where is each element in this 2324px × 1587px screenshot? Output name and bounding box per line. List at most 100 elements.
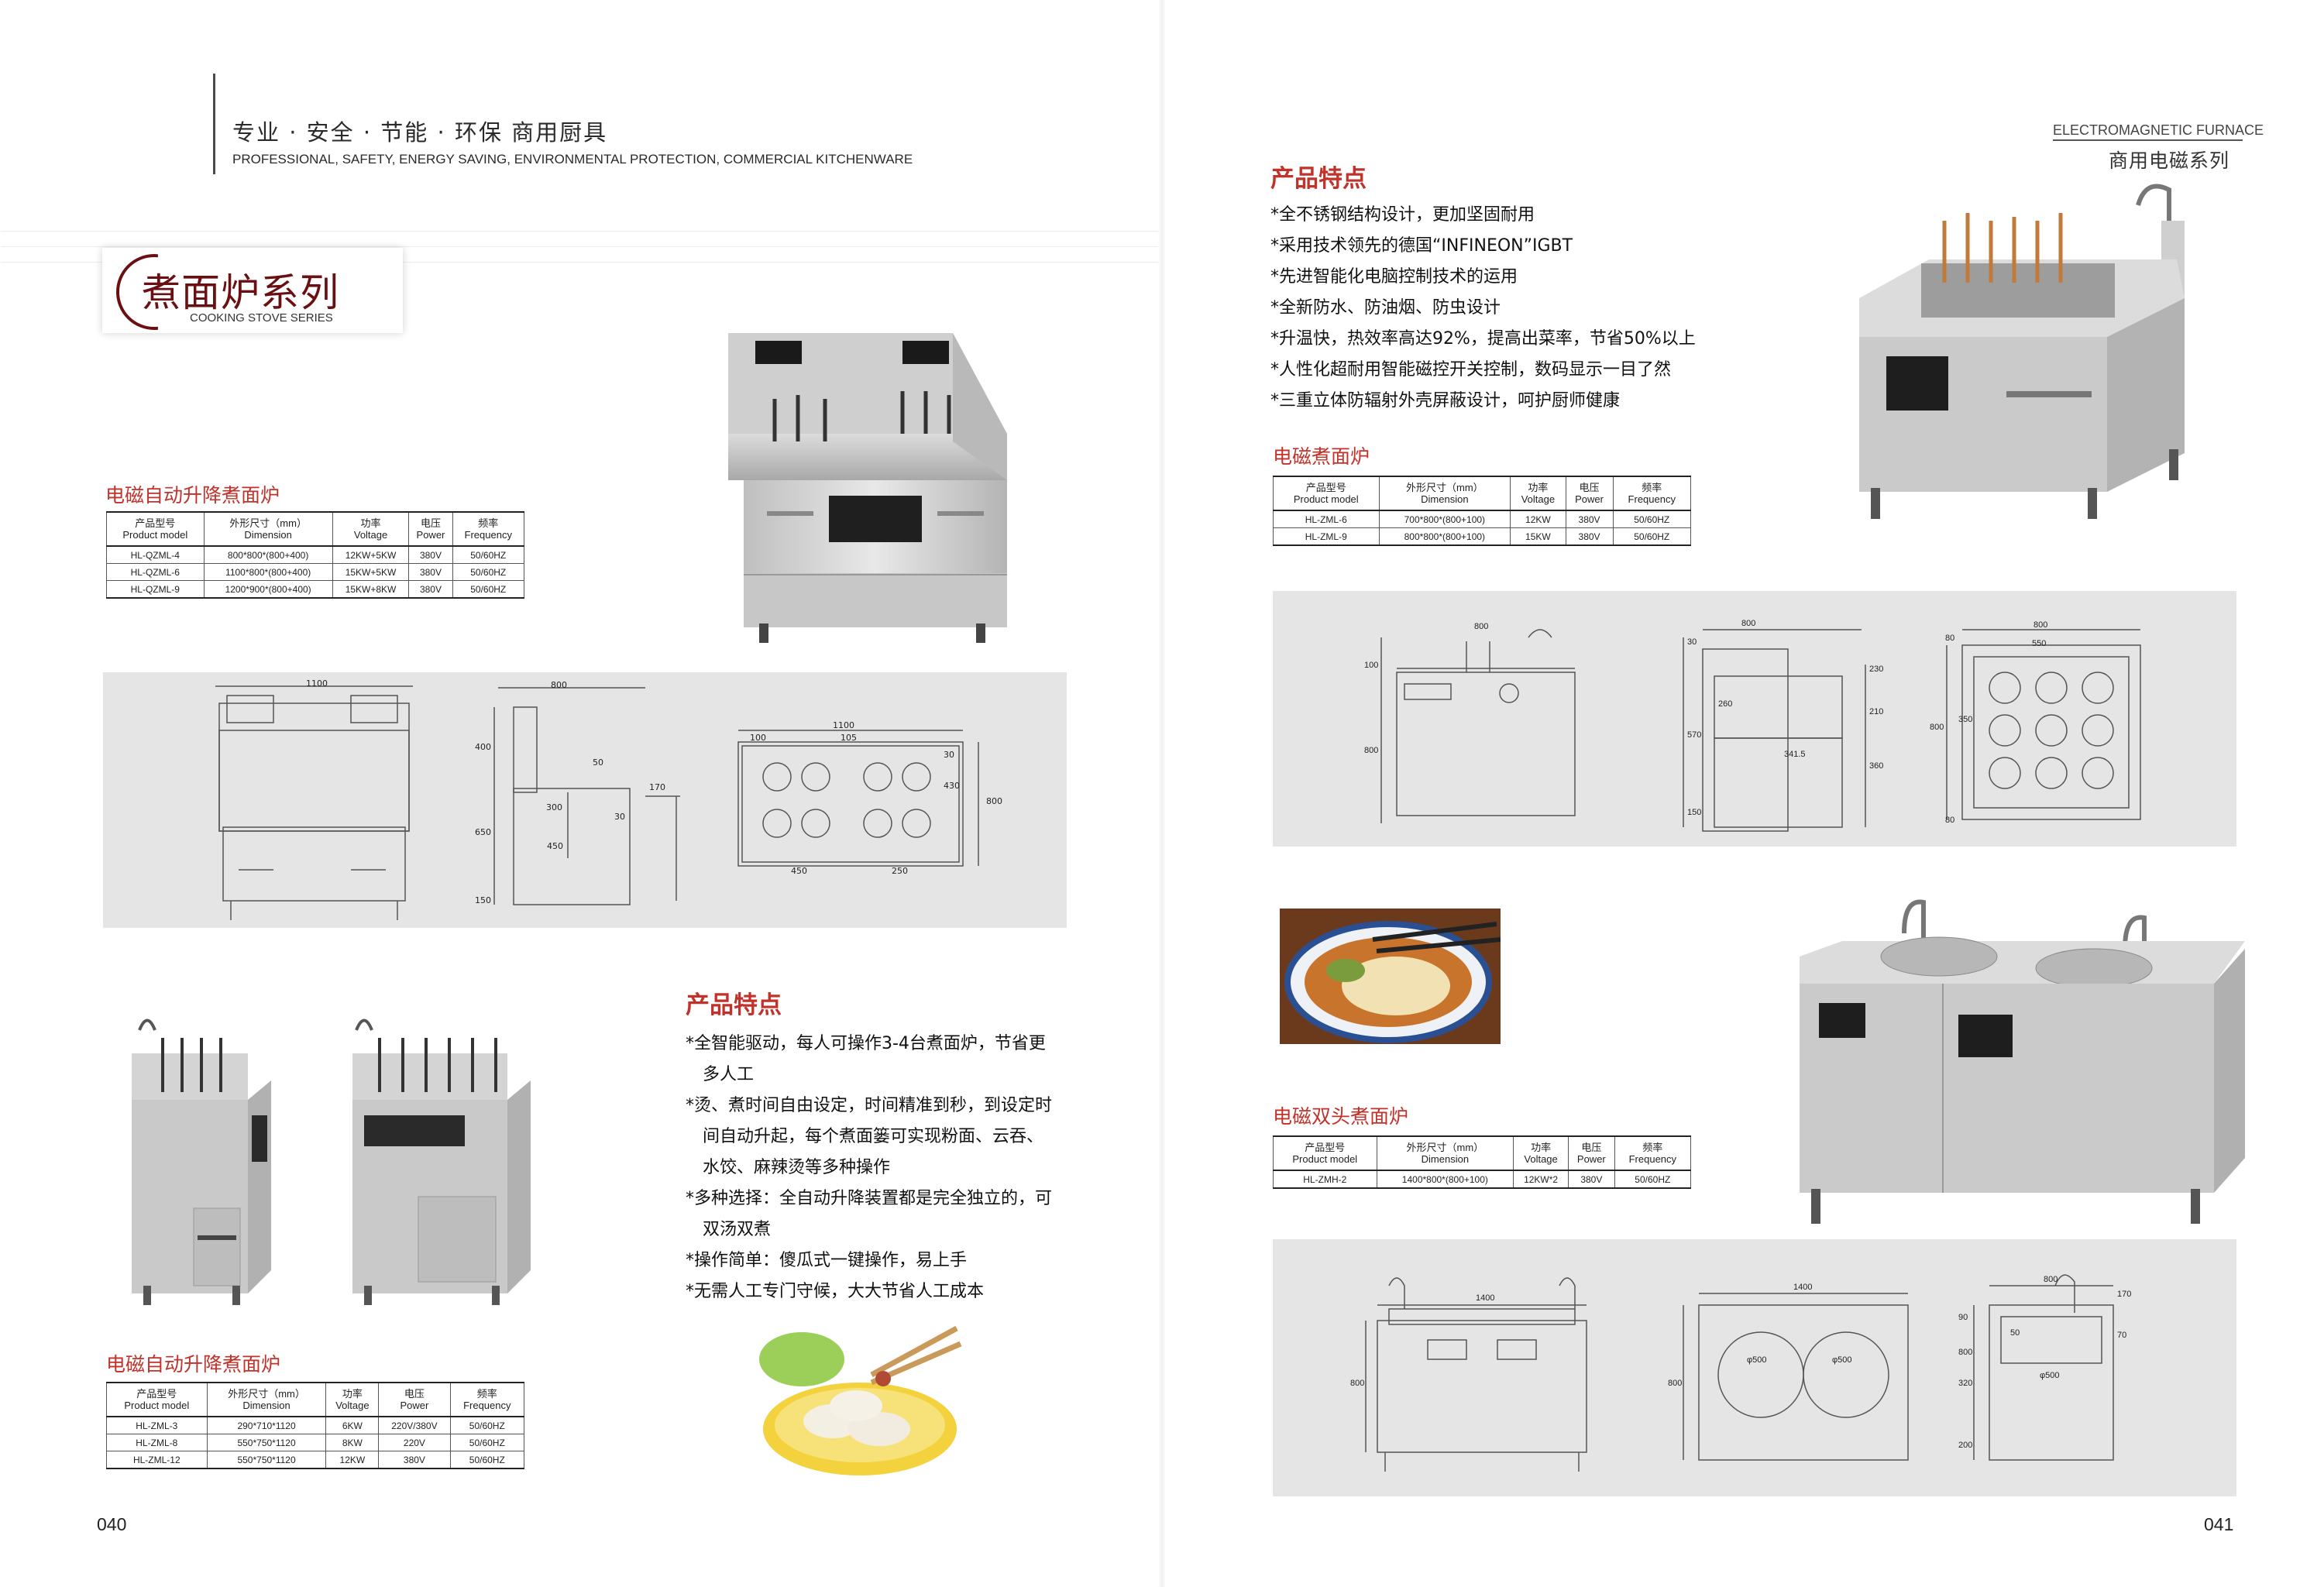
drawing-panel-qzml: 1100 800 1100 400 650 150 50 300 450 170… — [103, 672, 1067, 928]
dim-label: 800 — [1668, 1379, 1683, 1388]
product-photo-zmh — [1796, 871, 2245, 1235]
dim-label: φ500 — [2040, 1371, 2060, 1380]
dim-label: 360 — [1869, 761, 1884, 771]
drawing-panel-zml: 800 800 800 550 100 800 30 570 341.5 360… — [1273, 591, 2236, 847]
product-photo-zml-auto-large — [341, 1007, 542, 1309]
dim-label: 90 — [1958, 1313, 1968, 1322]
header-accent-bar — [213, 74, 215, 174]
dim-label: 80 — [1945, 634, 1955, 643]
dim-label: 150 — [475, 895, 491, 905]
dim-label: 260 — [1718, 699, 1733, 709]
col-dimension: 外形尺寸（mm）Dimension — [206, 1382, 327, 1417]
features-title-left: 产品特点 — [686, 991, 782, 1019]
feature-item: *烫、煮时间自由设定，时间精准到秒，到设定时 — [686, 1096, 1053, 1115]
feature-item: 水饺、麻辣烫等多种操作 — [703, 1158, 891, 1177]
features-list-right: *全不锈钢结构设计，更加坚固耐用 *采用技术领先的德国“INFINEON”IGB… — [1270, 200, 1828, 417]
dim-label: 1100 — [306, 678, 328, 689]
dim-label: 30 — [614, 812, 625, 822]
dim-label: 550 — [2032, 639, 2047, 648]
dim-label: 210 — [1869, 707, 1884, 716]
header-rule — [1, 262, 1158, 263]
dim-label: φ500 — [1747, 1355, 1767, 1365]
dim-label: 800 — [1958, 1348, 1973, 1357]
dim-label: 800 — [1930, 723, 1944, 732]
dim-label: 800 — [986, 796, 1002, 806]
dim-label: 570 — [1687, 730, 1702, 740]
dim-label: 1400 — [1793, 1283, 1813, 1292]
dim-label: 30 — [1687, 637, 1697, 647]
dim-label: 800 — [1741, 619, 1756, 628]
dim-label: 300 — [546, 802, 562, 812]
dim-label: 150 — [1687, 808, 1702, 817]
page-number-left: 040 — [97, 1514, 127, 1534]
dim-label: 800 — [1350, 1379, 1365, 1388]
features-title-right: 产品特点 — [1270, 165, 1367, 193]
dumplings-photo — [755, 1313, 964, 1483]
header-rule — [1, 246, 1158, 247]
dim-label: φ500 — [1832, 1355, 1852, 1365]
feature-item: *先进智能化电脑控制技术的运用 — [1270, 267, 1518, 287]
feature-item: *全智能驱动，每人可操作3-4台煮面炉，节省更 — [686, 1034, 1046, 1053]
dim-label: 800 — [2044, 1275, 2058, 1284]
section-title-zml-auto: 电磁自动升降煮面炉 — [106, 1353, 281, 1376]
feature-item: *全新防水、防油烟、防虫设计 — [1270, 298, 1501, 318]
dim-label: 105 — [841, 733, 857, 743]
page-spine — [1158, 0, 1166, 1587]
dim-label: 50 — [593, 757, 603, 768]
dim-label: 450 — [547, 841, 563, 851]
feature-item: *升温快，热效率高达92%，提高出菜率，节省50%以上 — [1270, 329, 1696, 349]
feature-item: *三重立体防辐射外壳屏蔽设计，呵护厨师健康 — [1270, 391, 1621, 410]
feature-item: 双汤双煮 — [703, 1220, 772, 1239]
dim-label: 1100 — [833, 720, 854, 730]
dim-label: 80 — [1945, 816, 1955, 825]
dim-label: 70 — [2117, 1331, 2127, 1340]
col-dimension: 外形尺寸（mm）Dimension — [1378, 476, 1511, 511]
header-rule — [1, 231, 1158, 232]
drawing-panel-zmh: 1400 1400 800 800 φ500 φ500 800 200 φ500… — [1273, 1239, 2236, 1496]
dim-label: 170 — [2117, 1290, 2132, 1299]
feature-item: *全不锈钢结构设计，更加坚固耐用 — [1270, 205, 1535, 225]
product-photo-qzml — [713, 325, 1077, 651]
dim-label: 800 — [1474, 622, 1489, 631]
section-title-zmh: 电磁双头煮面炉 — [1273, 1105, 1409, 1128]
header-right-cn: 商用电磁系列 — [2109, 149, 2230, 172]
features-list-left: *全智能驱动，每人可操作3-4台煮面炉，节省更 多人工 *烫、煮时间自由设定，时… — [686, 1029, 1088, 1307]
product-photo-zml — [1851, 174, 2200, 562]
dim-label: 100 — [750, 733, 766, 743]
series-title-cn: 煮面炉系列 — [142, 270, 339, 315]
section-title-zml: 电磁煮面炉 — [1273, 445, 1370, 468]
dim-label: 400 — [475, 742, 491, 752]
dim-label: 200 — [1958, 1441, 1973, 1450]
noodle-bowl-photo — [1280, 909, 1501, 1044]
dim-label: 1400 — [1476, 1293, 1495, 1303]
feature-item: *人性化超耐用智能磁控开关控制，数码显示一目了然 — [1270, 360, 1672, 380]
dim-label: 320 — [1958, 1379, 1973, 1388]
col-dimension: 外形尺寸（mm）Dimension — [1376, 1135, 1514, 1171]
dim-label: 30 — [944, 750, 954, 760]
header-title-cn: 专业 · 安全 · 节能 · 环保 商用厨具 — [232, 119, 608, 146]
feature-item: 间自动升起，每个煮面篓可实现粉面、云吞、 — [703, 1127, 1044, 1146]
